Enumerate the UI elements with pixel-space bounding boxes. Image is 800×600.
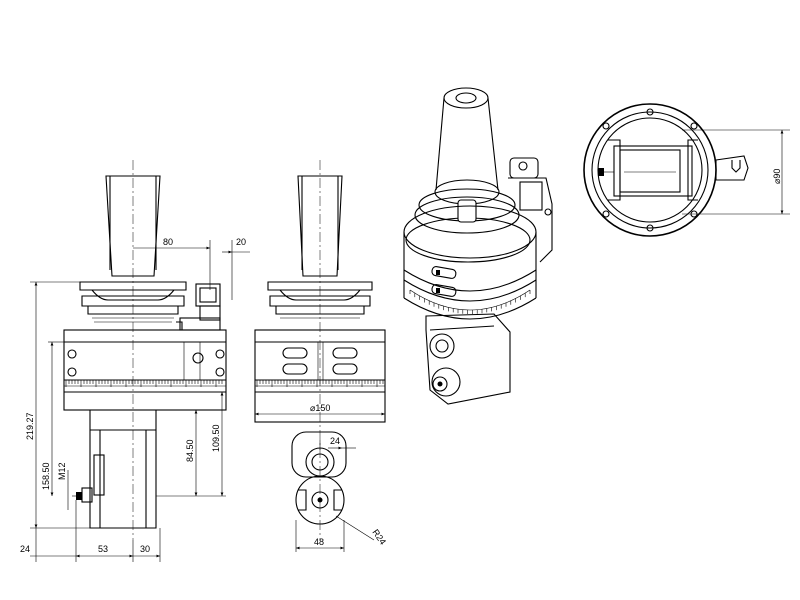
dim-109-50: 109.50 — [211, 424, 221, 452]
dim-r24: R24 — [370, 527, 388, 546]
dim-24-left: 24 — [20, 544, 30, 554]
dim-84-50: 84.50 — [185, 439, 195, 462]
isometric-view — [403, 87, 553, 405]
dim-20: 20 — [236, 237, 246, 247]
dim-dia-150: ⌀150 — [310, 403, 330, 413]
dim-30: 30 — [140, 544, 150, 554]
side-scale-marks — [256, 380, 384, 387]
dim-80: 80 — [163, 237, 173, 247]
dim-53: 53 — [98, 544, 108, 554]
dim-219-27: 219.27 — [25, 412, 35, 440]
dim-158-50: 158.50 — [41, 462, 51, 490]
dim-dia-90: ⌀90 — [772, 169, 782, 184]
front-view: 80 20 219.27 158.50 M12 84.50 109.50 24 … — [20, 160, 250, 562]
dim-24-mid: 24 — [330, 436, 340, 446]
front-scale-marks — [65, 380, 223, 387]
dim-m12: M12 — [57, 462, 67, 480]
side-view: ⌀150 24 R24 48 — [254, 160, 388, 552]
dim-48: 48 — [314, 537, 324, 547]
top-view: ⌀90 — [583, 103, 790, 237]
iso-scale-marks — [409, 290, 531, 314]
